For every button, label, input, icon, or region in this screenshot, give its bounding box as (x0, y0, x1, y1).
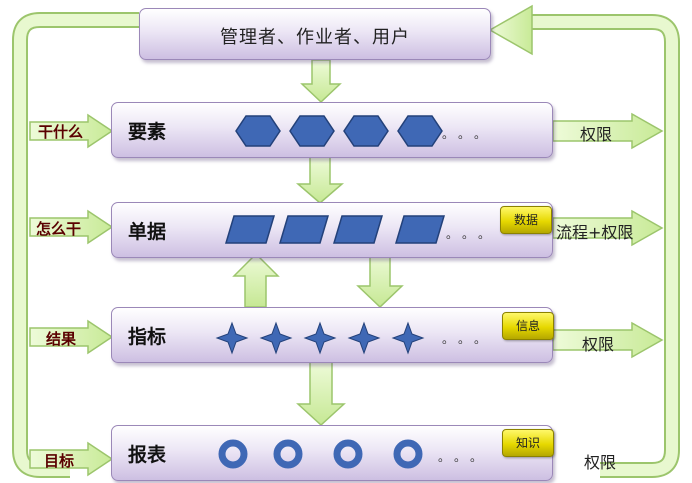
side-label-goal: 目标 (44, 452, 75, 470)
side-label-how: 怎么干 (36, 220, 82, 238)
row-reports: 报表 。。。 知识 (111, 425, 554, 481)
down-arrow-4 (296, 361, 346, 427)
top-box: 管理者、作业者、用户 (139, 8, 491, 60)
left-arrow-3 (29, 319, 114, 355)
left-arrow-1 (29, 113, 114, 149)
ring-shapes (218, 439, 423, 469)
up-arrow (232, 252, 280, 308)
left-arrow-2 (29, 209, 114, 245)
badge-info: 信息 (502, 312, 554, 340)
star-shape (347, 321, 381, 355)
right-arrow-3 (552, 321, 664, 359)
row-elements: 要素 。。。 (111, 102, 553, 158)
star-shape (215, 321, 249, 355)
ellipsis-dots: 。。。 (446, 227, 501, 241)
down-arrow-3 (356, 252, 404, 309)
badge-data: 数据 (500, 206, 552, 234)
hexagon-shape (289, 115, 335, 147)
right-label-permission: 权限 (580, 125, 613, 144)
parallelogram-shape (278, 215, 330, 244)
ring-shape (393, 439, 423, 469)
star-shape (303, 321, 337, 355)
ring-shape (333, 439, 363, 469)
star-shape (391, 321, 425, 355)
top-title: 管理者、作业者、用户 (220, 27, 410, 48)
row-label: 指标 (128, 326, 167, 348)
row-label: 单据 (128, 221, 167, 243)
parallelogram-shape (332, 215, 384, 244)
ring-shape (218, 439, 248, 469)
down-arrow-1 (300, 59, 342, 104)
down-arrow-2 (295, 156, 345, 204)
right-arrow-2 (552, 209, 664, 247)
hexagon-shape (235, 115, 281, 147)
parallelogram-shape (394, 215, 446, 244)
hexagon-shape (397, 115, 443, 147)
side-label-result: 结果 (46, 330, 77, 348)
star-shapes (215, 321, 425, 355)
ring-shape (273, 439, 303, 469)
parallelogram-shapes (224, 215, 446, 244)
side-label-what: 干什么 (38, 123, 84, 141)
ellipsis-dots: 。。。 (438, 450, 493, 464)
parallelogram-shape (224, 215, 276, 244)
row-documents: 单据 。。。 数据 (111, 202, 553, 258)
left-arrow-4 (29, 441, 114, 477)
right-arrow-1 (552, 112, 664, 150)
hexagon-shapes (235, 115, 443, 147)
row-label: 要素 (128, 121, 167, 143)
badge-knowledge: 知识 (502, 429, 554, 457)
row-label: 报表 (128, 444, 167, 466)
right-label-permission: 权限 (582, 335, 615, 354)
row-indicators: 指标 。。。 信息 (111, 307, 554, 363)
right-label-process-permission: 流程+权限 (556, 223, 634, 242)
star-shape (259, 321, 293, 355)
ellipsis-dots: 。。。 (442, 127, 497, 141)
right-label-permission: 权限 (584, 453, 617, 472)
ellipsis-dots: 。。。 (442, 332, 497, 346)
hexagon-shape (343, 115, 389, 147)
